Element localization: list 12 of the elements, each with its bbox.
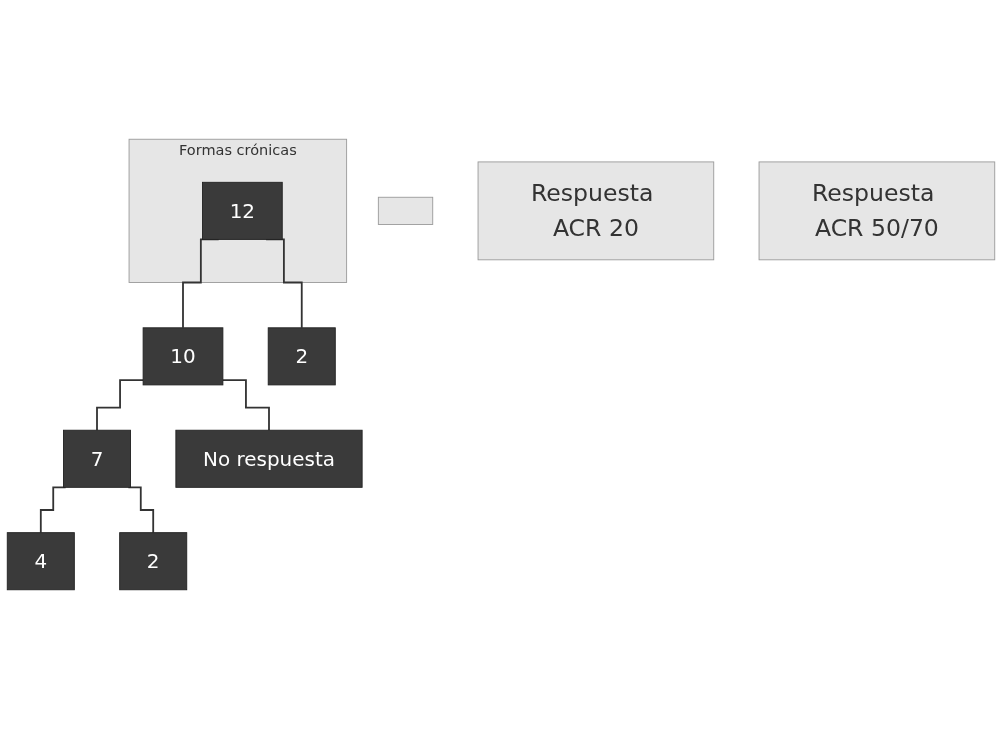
node-box [377, 196, 434, 225]
connector [96, 379, 145, 432]
node-box: Respuesta ACR 20 [477, 161, 715, 261]
node-box: 2 [119, 532, 188, 591]
node-box: 12 [202, 181, 283, 240]
node-box: 10 [142, 327, 224, 386]
node-box: Respuesta ACR 50/70 [758, 161, 996, 261]
node-box: 4 [6, 532, 75, 591]
node-box: 7 [63, 429, 131, 488]
node-box: No respuesta [175, 429, 363, 488]
node-box: 2 [267, 327, 336, 386]
connector [221, 379, 270, 432]
